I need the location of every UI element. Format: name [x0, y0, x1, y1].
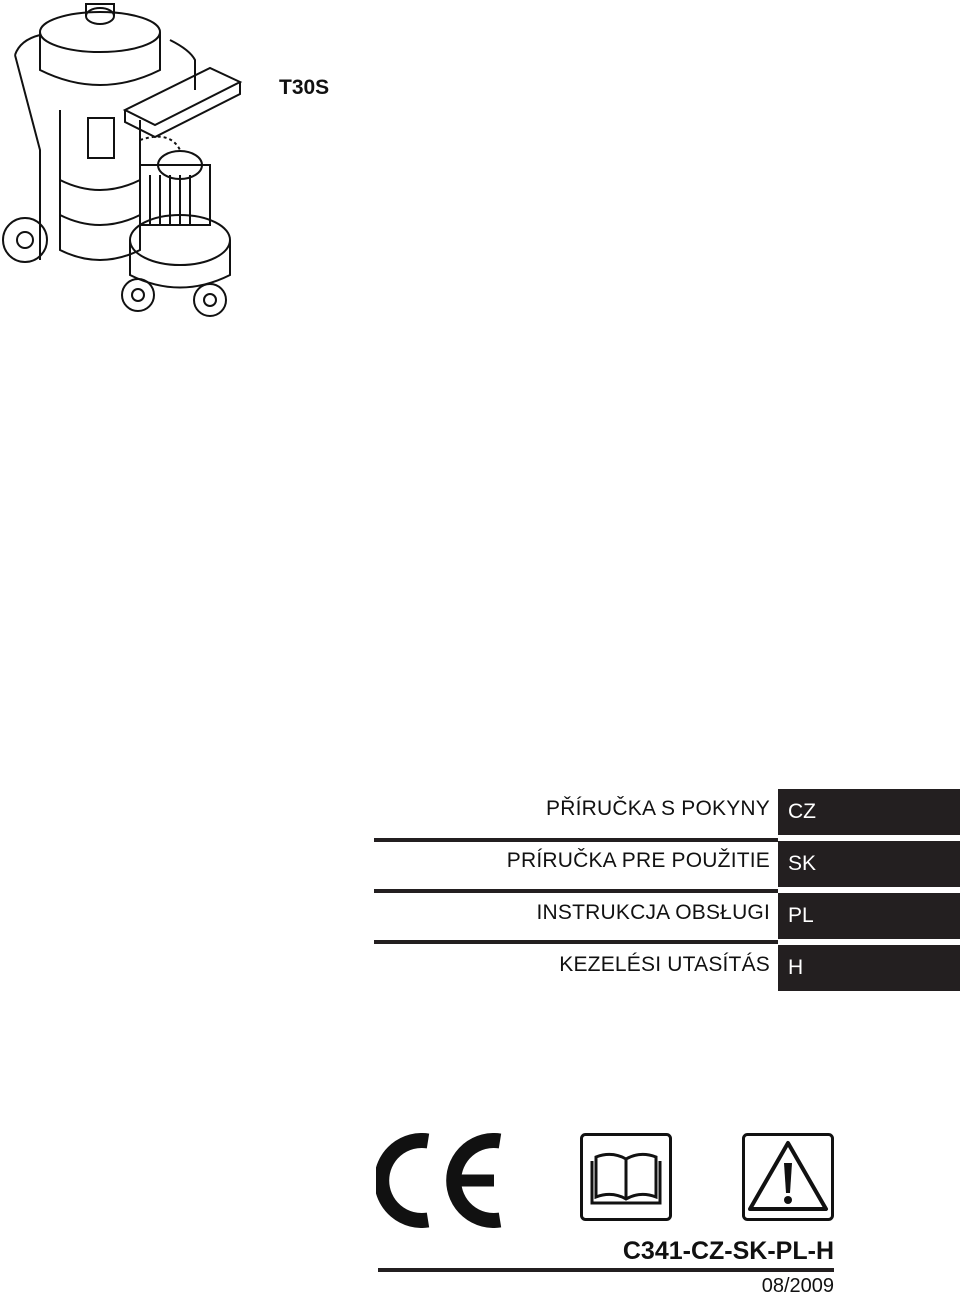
language-title: PRÍRUČKA PRE POUŽITIE [506, 849, 770, 872]
divider-line [374, 838, 778, 842]
document-date: 08/2009 [761, 1275, 834, 1297]
divider-line [374, 940, 778, 944]
language-row-h: KEZELÉSI UTASÍTÁS H [374, 945, 960, 991]
read-manual-book-icon [580, 1133, 672, 1221]
language-row-sk: PRÍRUČKA PRE POUŽITIE SK [374, 841, 960, 887]
language-row-pl: INSTRUKCJA OBSŁUGI PL [374, 893, 960, 939]
document-code: C341-CZ-SK-PL-H [622, 1237, 834, 1265]
language-code-badge: SK [778, 841, 960, 887]
warning-triangle-icon [742, 1133, 834, 1221]
language-code-badge: PL [778, 893, 960, 939]
language-title: KEZELÉSI UTASÍTÁS [559, 953, 770, 976]
divider-line [374, 889, 778, 893]
language-row-cz: PŘÍRUČKA S POKYNY CZ [374, 789, 960, 835]
footer-rule [378, 1268, 834, 1272]
language-code-badge: CZ [778, 789, 960, 835]
product-model-title: T30S [279, 76, 330, 99]
language-title: PŘÍRUČKA S POKYNY [546, 797, 770, 820]
vacuum-machine-illustration [2, 3, 243, 317]
ce-mark-icon [376, 1133, 502, 1228]
language-title: INSTRUKCJA OBSŁUGI [536, 901, 770, 924]
language-code-badge: H [778, 945, 960, 991]
